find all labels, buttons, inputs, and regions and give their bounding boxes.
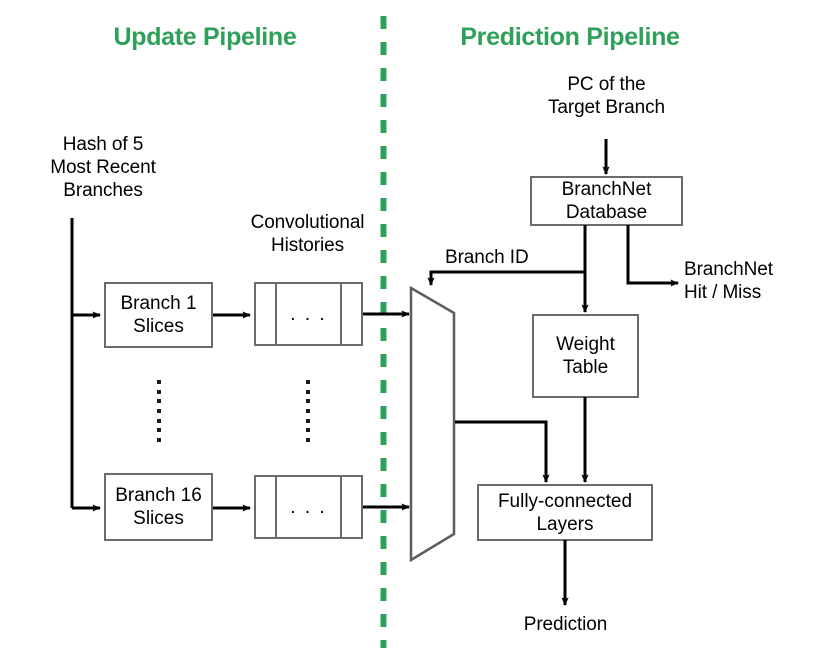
database-to-hit-miss-arrow [626,225,680,287]
histories-vertical-ellipsis [305,380,310,442]
branch-1-history-box [254,282,363,346]
multiplexer [409,285,456,563]
prediction-label: Prediction [523,614,608,635]
hash-input-label: Hash of 5 Most Recent Branches [50,134,156,201]
weight-table-box [532,314,639,398]
pc-input-label: PC of the Target Branch [548,74,665,118]
prediction-pipeline-title: Prediction Pipeline [460,23,680,51]
branchnet-hit-miss-label: BranchNet Hit / Miss [684,259,773,303]
branch-16-slices-box [104,473,213,541]
branch-slices-vertical-ellipsis [156,380,161,442]
branch-16-history-box [254,475,363,539]
convolutional-histories-label: Convolutional Histories [250,212,365,256]
fully-connected-layers-box [477,484,653,541]
branchnet-database-box [530,176,683,226]
update-pipeline-title: Update Pipeline [113,23,297,51]
branch-1-slices-box [104,282,213,348]
mux-to-fc-arrow [455,420,550,484]
branch-id-label: Branch ID [445,247,529,268]
branch-id-line [427,225,587,287]
